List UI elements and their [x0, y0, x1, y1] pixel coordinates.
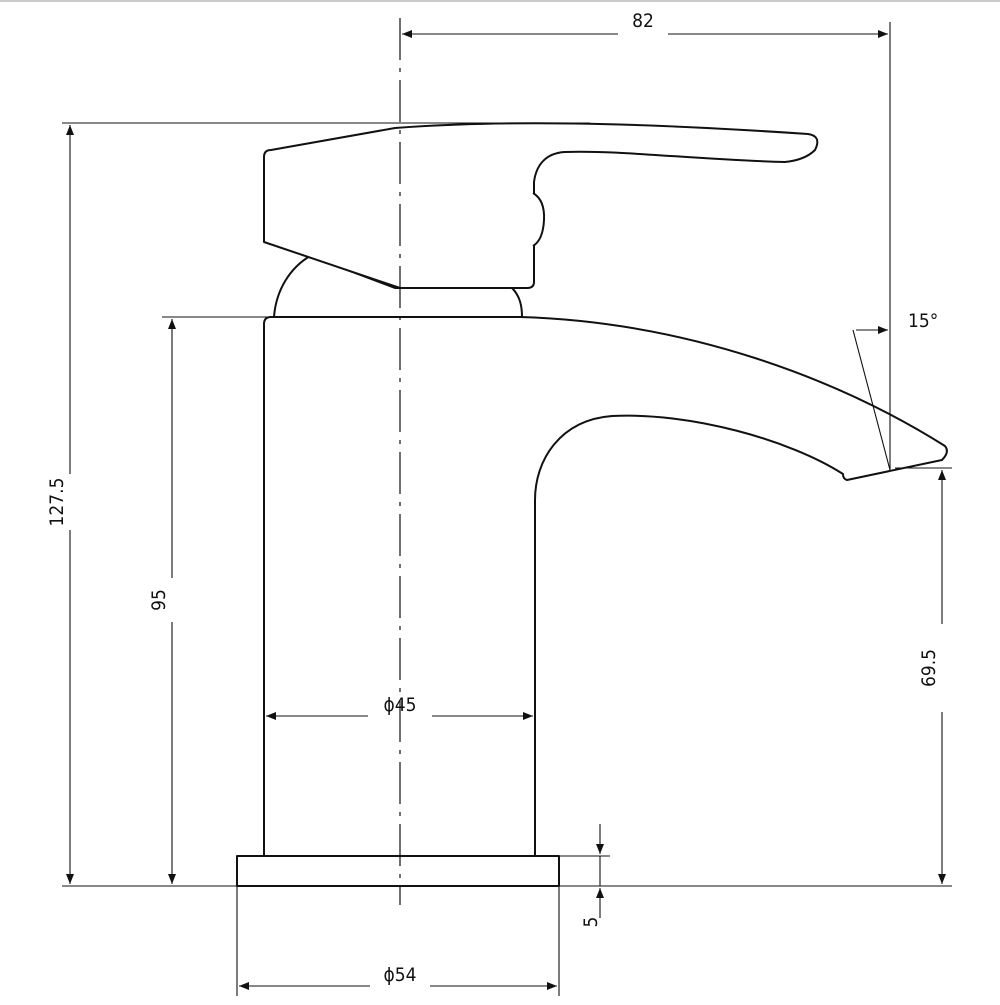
dim-spout-angle: 15°: [908, 310, 938, 332]
dim-overall-height: 127.5: [46, 478, 68, 527]
dimension-lines: [66, 30, 946, 990]
tap-body-and-spout: [263, 316, 948, 857]
tap-outline: [236, 122, 948, 887]
handle-dome: [273, 255, 523, 318]
dim-body-diameter: ϕ45: [383, 694, 416, 716]
dim-spout-projection: 82: [632, 10, 654, 32]
dim-body-height: 95: [148, 589, 170, 611]
dim-base-thickness: 5: [580, 917, 602, 928]
dim-spout-height: 69.5: [918, 649, 940, 687]
lever-knob: [532, 192, 546, 247]
base-plate: [236, 855, 560, 887]
dim-base-diameter: ϕ54: [383, 964, 416, 986]
lever-handle: [263, 122, 819, 289]
extension-lines: [62, 22, 952, 996]
